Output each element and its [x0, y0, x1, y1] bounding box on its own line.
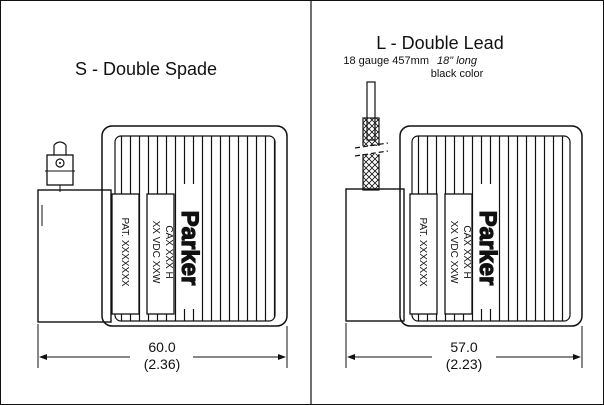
right-brand-logo: Parker	[474, 211, 501, 286]
rating-label-strip	[146, 193, 175, 315]
rating-label-strip-right	[444, 193, 473, 315]
double-lead-panel: L - Double Lead 18 gauge 457mm 18" long …	[343, 33, 583, 372]
left-width-dimension	[37, 324, 288, 368]
right-catalog-label: CAX XXX H	[461, 225, 472, 278]
double-lead-title: L - Double Lead	[376, 33, 503, 53]
double-spade-title: S - Double Spade	[75, 59, 217, 79]
right-patent-label: PAT. XXXXXXX	[417, 217, 428, 286]
right-dimension-in: (2.23)	[446, 356, 483, 372]
left-catalog-label: CAX XXX H	[163, 225, 174, 278]
lead-spec-length: 18" long	[437, 55, 478, 67]
double-spade-panel: S - Double Spade PAT. XXXXXXX XX VDC XXW…	[37, 59, 288, 372]
patent-label-strip	[111, 193, 140, 315]
lead-spec-gauge: 18 gauge 457mm	[343, 55, 429, 67]
right-dimension-mm: 57.0	[450, 339, 477, 355]
left-dimension-in: (2.36)	[144, 356, 181, 372]
patent-label-strip-right	[409, 193, 438, 315]
left-patent-label: PAT. XXXXXXX	[119, 217, 130, 286]
left-dimension-mm: 60.0	[148, 339, 175, 355]
spade-terminal	[45, 141, 75, 192]
right-voltage-label: XX VDC XXW	[448, 221, 459, 284]
coil-body-right	[399, 125, 583, 327]
left-brand-logo: Parker	[176, 211, 203, 286]
lead-connector-housing	[345, 188, 405, 322]
left-voltage-label: XX VDC XXW	[150, 221, 161, 284]
right-width-dimension	[345, 323, 583, 368]
lead-wire	[354, 81, 389, 191]
lead-spec-color: black color	[431, 68, 484, 80]
connector-housing	[37, 189, 112, 323]
coil-body	[101, 125, 288, 327]
